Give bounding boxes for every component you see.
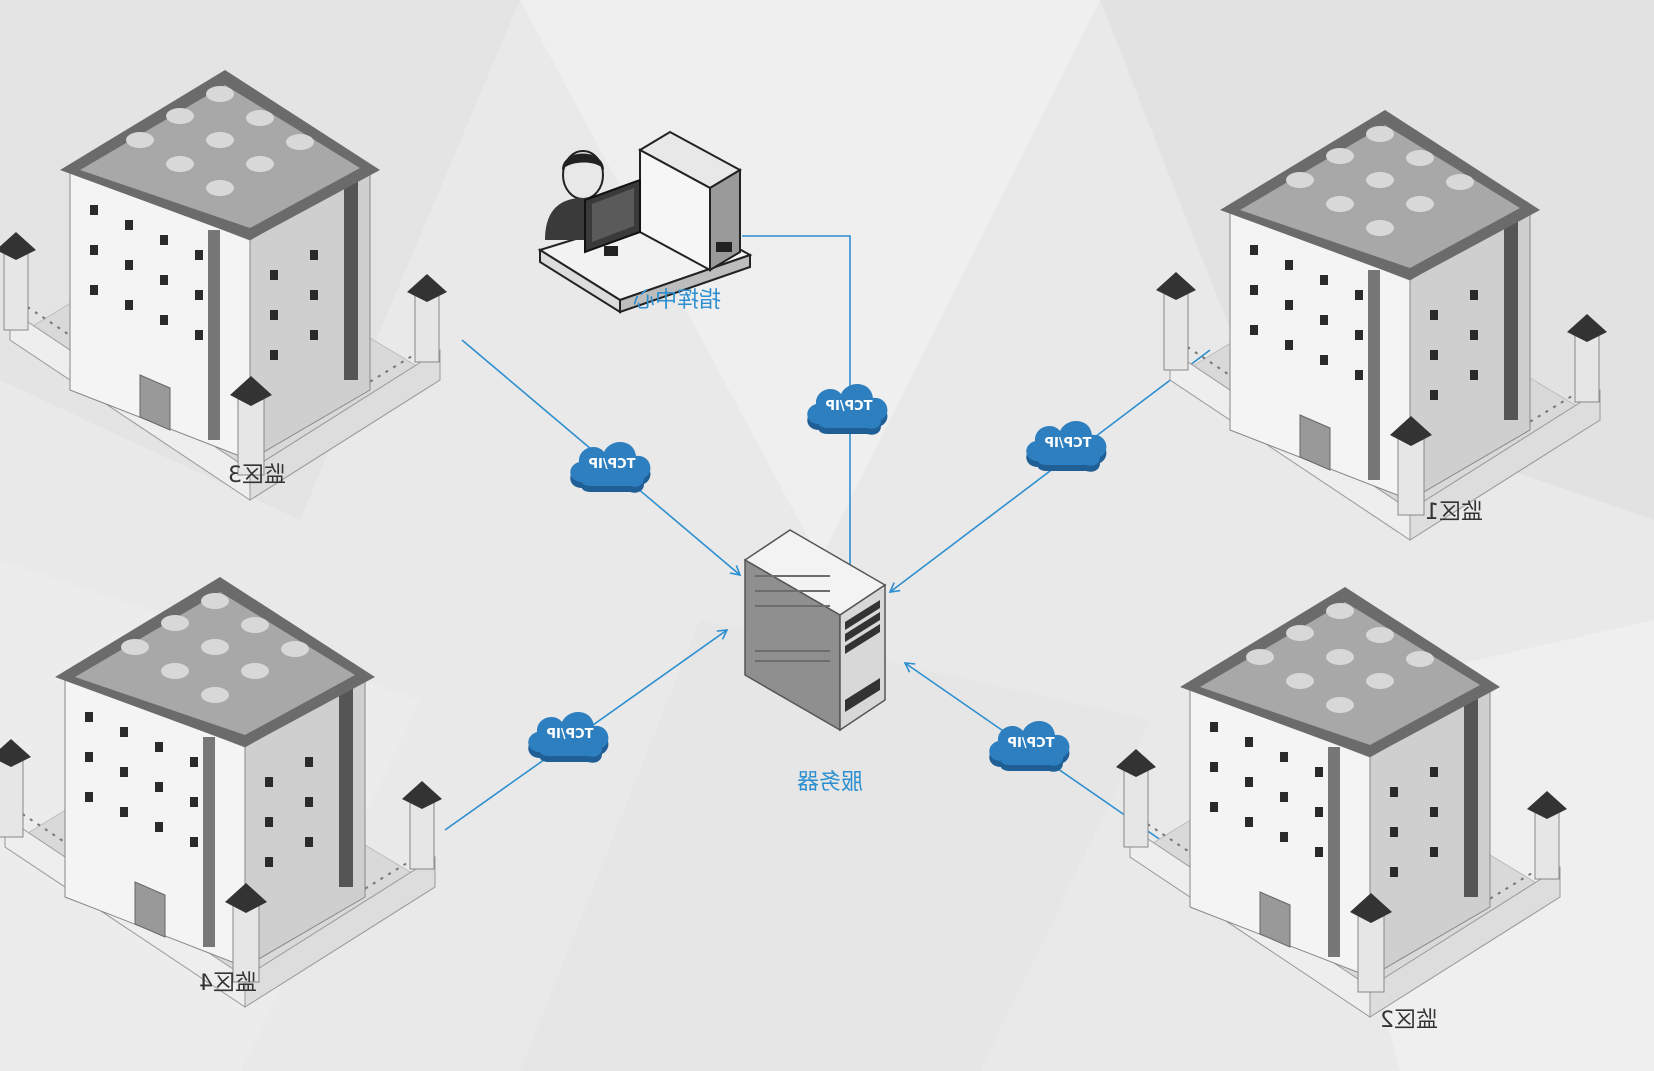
- server-tower-icon: [743, 529, 887, 732]
- tcpip-label: TCP/IP: [825, 399, 872, 414]
- operator-workstation-icon: [537, 130, 753, 314]
- zone-1-label: 监区1: [1425, 500, 1483, 525]
- tcpip-label: TCP/IP: [1007, 736, 1054, 751]
- link-command-server: [742, 235, 851, 565]
- tcpip-cloud-zone1: TCP/IP: [1026, 420, 1107, 472]
- tcpip-label: TCP/IP: [546, 727, 593, 742]
- tcpip-label: TCP/IP: [588, 457, 635, 472]
- tcpip-label: TCP/IP: [1044, 436, 1091, 451]
- zone-3-label: 监区3: [228, 463, 286, 488]
- tcpip-cloud-command: TCP/IP: [807, 383, 888, 435]
- tcpip-cloud-zone2: TCP/IP: [989, 720, 1070, 772]
- zone-2-label: 监区2: [1380, 1008, 1438, 1033]
- command-center-label: 指挥中心: [633, 288, 722, 313]
- tcpip-cloud-zone3: TCP/IP: [570, 441, 651, 493]
- tcpip-cloud-zone4: TCP/IP: [528, 711, 609, 763]
- zone-4-label: 监区4: [199, 971, 257, 996]
- server-label: 服务器: [797, 770, 864, 795]
